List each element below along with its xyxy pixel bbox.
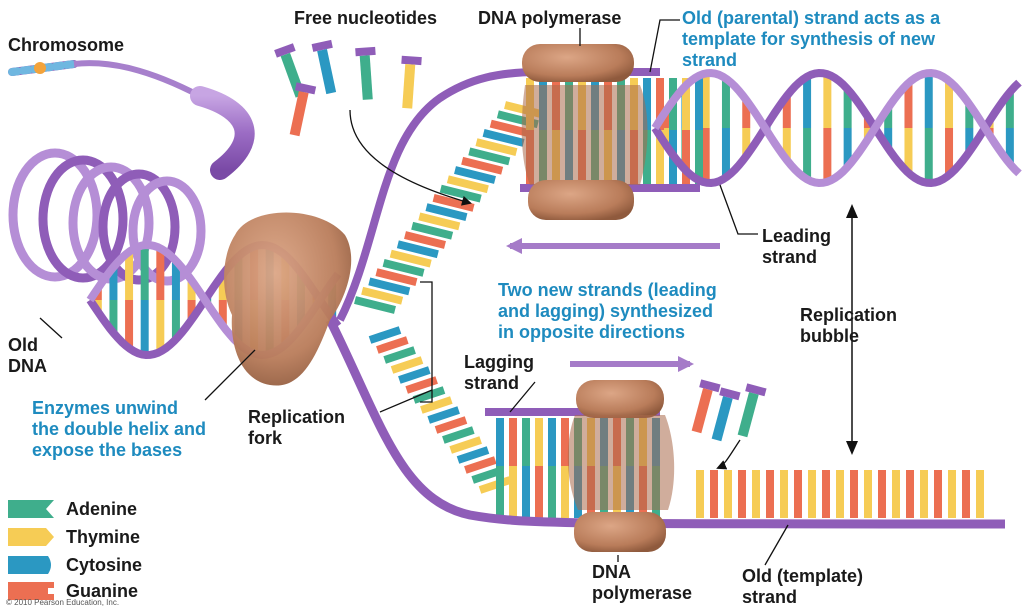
legend-item-guanine: Guanine xyxy=(8,580,208,604)
replication-bubble-label: Replication bubble xyxy=(800,305,898,346)
replication-fork-label: Replication fork xyxy=(248,407,346,448)
old-template-strand xyxy=(325,317,1006,529)
legend-item-adenine: Adenine xyxy=(8,498,208,522)
dna-polymerase-top-label: DNA polymerase xyxy=(478,8,622,28)
old-dna-label: Old DNA xyxy=(8,335,47,376)
exposed-base xyxy=(475,138,518,157)
exposed-base xyxy=(478,476,512,494)
exposed-base xyxy=(398,366,431,384)
old-template-strand-label: Old (template) strand xyxy=(742,566,864,607)
copyright-text: © 2010 Pearson Education, Inc. xyxy=(6,598,120,607)
leading-strand-label: Leading strand xyxy=(762,226,832,267)
exposed-base xyxy=(461,156,504,175)
legend-item-thymine: Thymine xyxy=(8,526,208,550)
exposed-base xyxy=(425,203,468,222)
leader-lines xyxy=(39,19,789,566)
exposed-base xyxy=(404,231,446,249)
free-nucleotide xyxy=(401,55,422,109)
exposed-base xyxy=(368,326,402,344)
exposed-base xyxy=(361,286,404,305)
exposed-base xyxy=(442,426,475,444)
exposed-base xyxy=(464,456,497,474)
legend-label-thymine: Thymine xyxy=(66,527,141,547)
exposed-base xyxy=(427,406,460,424)
free-nucleotide xyxy=(289,82,317,137)
exposed-base xyxy=(439,184,482,203)
free-nucleotide xyxy=(711,387,741,442)
chromosome-icon xyxy=(8,60,202,99)
exposed-base xyxy=(376,336,409,354)
guanine-swatch-icon xyxy=(8,582,54,600)
exposed-base xyxy=(412,386,446,404)
coil-loop xyxy=(8,148,102,282)
exposed-base xyxy=(382,258,425,277)
free-nucleotides-label: Free nucleotides xyxy=(294,8,438,28)
dna-polymerase-top-enzyme xyxy=(521,44,648,220)
dna-polymerase-bottom-enzyme xyxy=(567,380,675,552)
exposed-base xyxy=(456,446,490,464)
exposed-base xyxy=(418,212,461,231)
exposed-base xyxy=(449,436,482,454)
parental-strand-a xyxy=(651,68,1022,188)
upper-parental-strand xyxy=(336,68,660,322)
legend-label-cytosine: Cytosine xyxy=(66,555,143,575)
exposed-base xyxy=(434,416,468,434)
chromosome-label: Chromosome xyxy=(8,35,125,55)
legend-label-adenine: Adenine xyxy=(66,499,138,519)
exposed-base xyxy=(368,277,411,296)
exposed-base xyxy=(375,268,418,287)
cytosine-swatch-icon xyxy=(8,556,51,574)
exposed-base xyxy=(411,221,454,240)
two-new-strands-label: Two new strands (leading and lagging) sy… xyxy=(498,280,717,342)
exposed-base xyxy=(420,396,453,414)
exposed-base xyxy=(383,346,416,364)
coil-loop xyxy=(38,155,128,283)
old-strand-template-label: Old (parental) strand acts as a template… xyxy=(682,8,941,70)
exposed-base xyxy=(468,147,511,166)
exposed-base xyxy=(446,175,489,194)
thymine-swatch-icon xyxy=(8,528,54,546)
exposed-base xyxy=(396,240,439,259)
free-nucleotide xyxy=(737,383,767,438)
free-nucleotide xyxy=(355,46,376,100)
dna-polymerase-bottom-label: DNA polymerase xyxy=(592,562,693,603)
supercoil xyxy=(8,148,206,286)
exposed-base xyxy=(354,296,396,314)
replication-bubble-arrow xyxy=(846,204,858,455)
exposed-base xyxy=(482,128,525,147)
free-nucleotides xyxy=(274,39,767,442)
legend-item-cytosine: Cytosine xyxy=(8,554,208,578)
coil-loop xyxy=(98,169,180,285)
legend-label-guanine: Guanine xyxy=(66,581,139,601)
exposed-base xyxy=(454,166,496,184)
chromatin-fiber xyxy=(190,86,255,180)
helicase-enzyme xyxy=(224,212,352,386)
coil-loop xyxy=(128,176,206,286)
exposed-base xyxy=(432,193,475,212)
exposed-base xyxy=(390,356,424,374)
exposed-base xyxy=(389,249,432,268)
free-nucleotide xyxy=(691,379,721,434)
enzymes-unwind-label: Enzymes unwind the double helix and expo… xyxy=(32,398,207,460)
lagging-strand-label: Lagging strand xyxy=(464,352,534,393)
adenine-swatch-icon xyxy=(8,500,54,518)
parental-strand-b xyxy=(651,68,1022,188)
free-nucleotide xyxy=(311,39,337,95)
